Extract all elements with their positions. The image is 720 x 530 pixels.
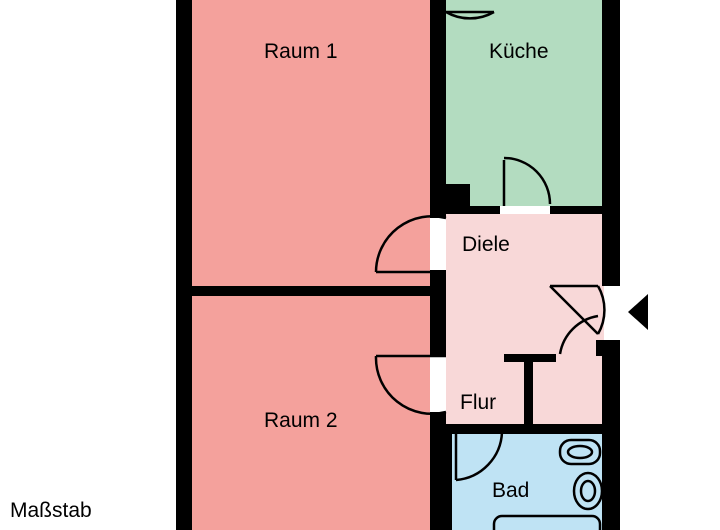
room-label-diele: Diele xyxy=(462,233,510,256)
wall-bath-top xyxy=(446,424,606,434)
wall-kitchen-bottom xyxy=(470,206,500,214)
door-kitchen xyxy=(502,156,552,206)
room-label-raum1: Raum 1 xyxy=(264,40,338,63)
room-label-kueche: Küche xyxy=(489,40,549,63)
wall-bath-left xyxy=(430,430,452,530)
outer-wall-right-lower xyxy=(602,340,620,530)
entrance-arrow-icon xyxy=(628,294,648,330)
door-entrance xyxy=(549,284,606,335)
walls xyxy=(176,0,620,530)
wall-kitchen-bottom-right xyxy=(550,206,606,214)
outer-wall-left xyxy=(176,0,192,530)
room-label-raum2: Raum 2 xyxy=(264,409,338,432)
wall-closet-divider xyxy=(524,354,533,430)
scale-label: Maßstab xyxy=(10,499,92,522)
room-label-flur: Flur xyxy=(460,391,497,414)
door-raum2 xyxy=(374,354,447,416)
room-raum1 xyxy=(190,0,430,286)
room-raum2 xyxy=(190,296,430,530)
doors xyxy=(374,10,606,482)
sink-icon xyxy=(572,471,604,511)
wall-raum-divider xyxy=(190,286,435,296)
room-diele xyxy=(446,214,604,354)
bathtub-icon xyxy=(492,514,602,530)
room-kueche xyxy=(446,0,604,206)
wall-center-upper xyxy=(430,0,446,218)
door-raum1 xyxy=(374,215,447,274)
room-bad xyxy=(446,434,604,530)
toilet-icon xyxy=(558,438,602,466)
room-label-bad: Bad xyxy=(492,479,530,502)
bath-fixtures xyxy=(492,438,604,530)
wall-kitchen-block xyxy=(446,184,470,214)
outer-wall-right-upper xyxy=(602,0,620,286)
door-closet xyxy=(558,314,599,355)
wall-center-mid xyxy=(430,270,446,356)
door-kitchen-top xyxy=(445,10,495,20)
door-bath xyxy=(454,430,504,482)
wall-flur-right-post xyxy=(596,340,606,356)
